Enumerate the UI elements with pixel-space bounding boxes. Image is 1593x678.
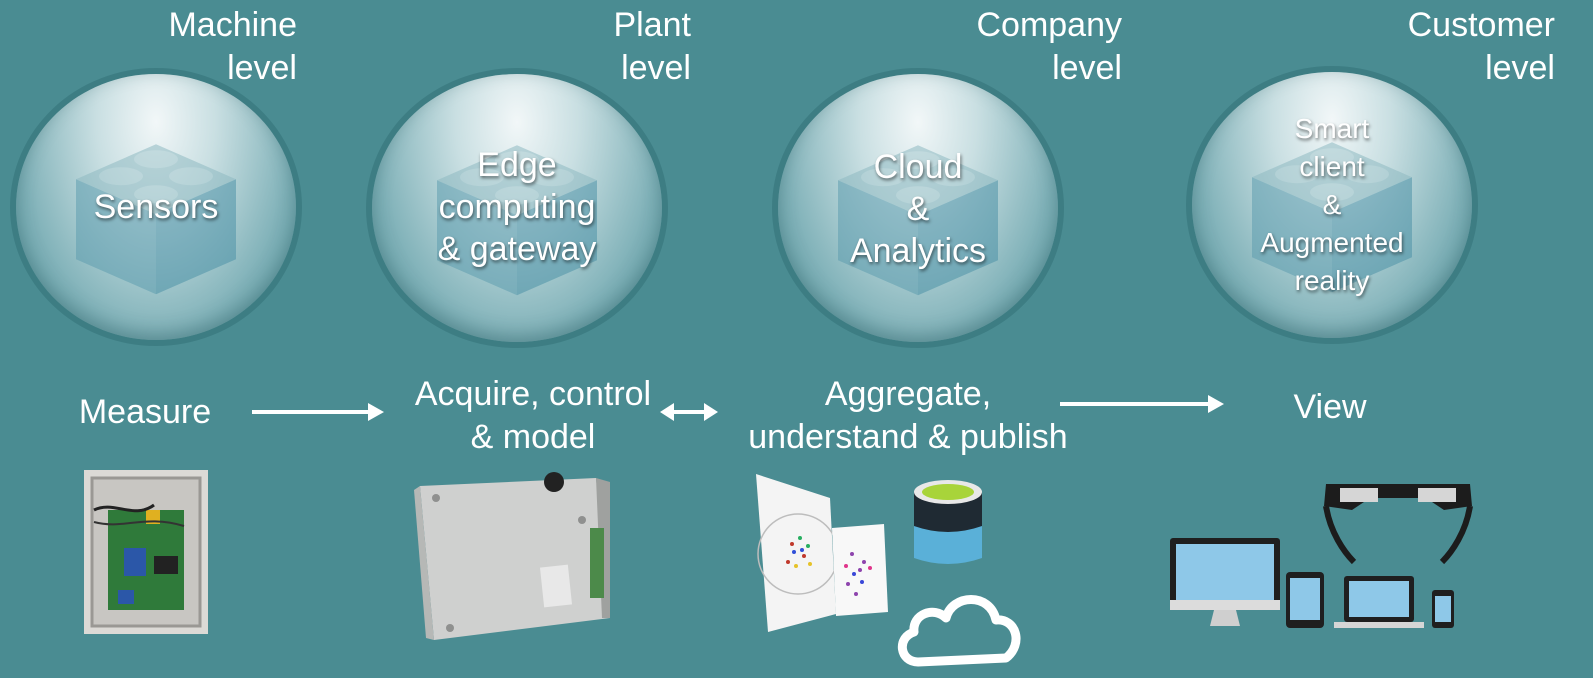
arrow-right-icon — [1060, 395, 1224, 413]
database-icon — [914, 480, 982, 564]
lego-brick-icon — [1252, 142, 1412, 293]
client-circle: Smart client & Augmented reality — [1192, 72, 1472, 338]
sensors-circle: Sensors — [16, 74, 296, 340]
devices-icon — [1170, 538, 1454, 628]
cloud-label: Cloud & Analytics — [849, 148, 987, 270]
cloud-icon — [898, 595, 1021, 667]
lego-brick-icon — [437, 145, 597, 296]
sensors-label: Sensors — [93, 188, 219, 226]
edge-label: Edge computing & gateway — [437, 146, 597, 268]
lego-brick-icon — [76, 144, 236, 295]
aggregate-label: Aggregate, understand & publish — [748, 375, 1068, 456]
cloud-circle: Cloud & Analytics — [778, 74, 1058, 342]
smart-glasses-icon — [1323, 484, 1473, 565]
acquire-label: Acquire, control & model — [414, 375, 652, 456]
arrow-right-icon — [252, 403, 384, 421]
sensor-board-photo — [84, 470, 208, 634]
edge-circle: Edge computing & gateway — [372, 74, 662, 342]
double-arrow-icon — [660, 403, 718, 421]
measure-label: Measure — [78, 393, 212, 431]
view-label: View — [1293, 388, 1367, 426]
client-label: Smart client & Augmented reality — [1260, 113, 1404, 296]
gateway-box-photo — [414, 472, 610, 640]
lego-brick-icon — [838, 145, 998, 296]
scatter-plot-icon — [756, 474, 888, 632]
